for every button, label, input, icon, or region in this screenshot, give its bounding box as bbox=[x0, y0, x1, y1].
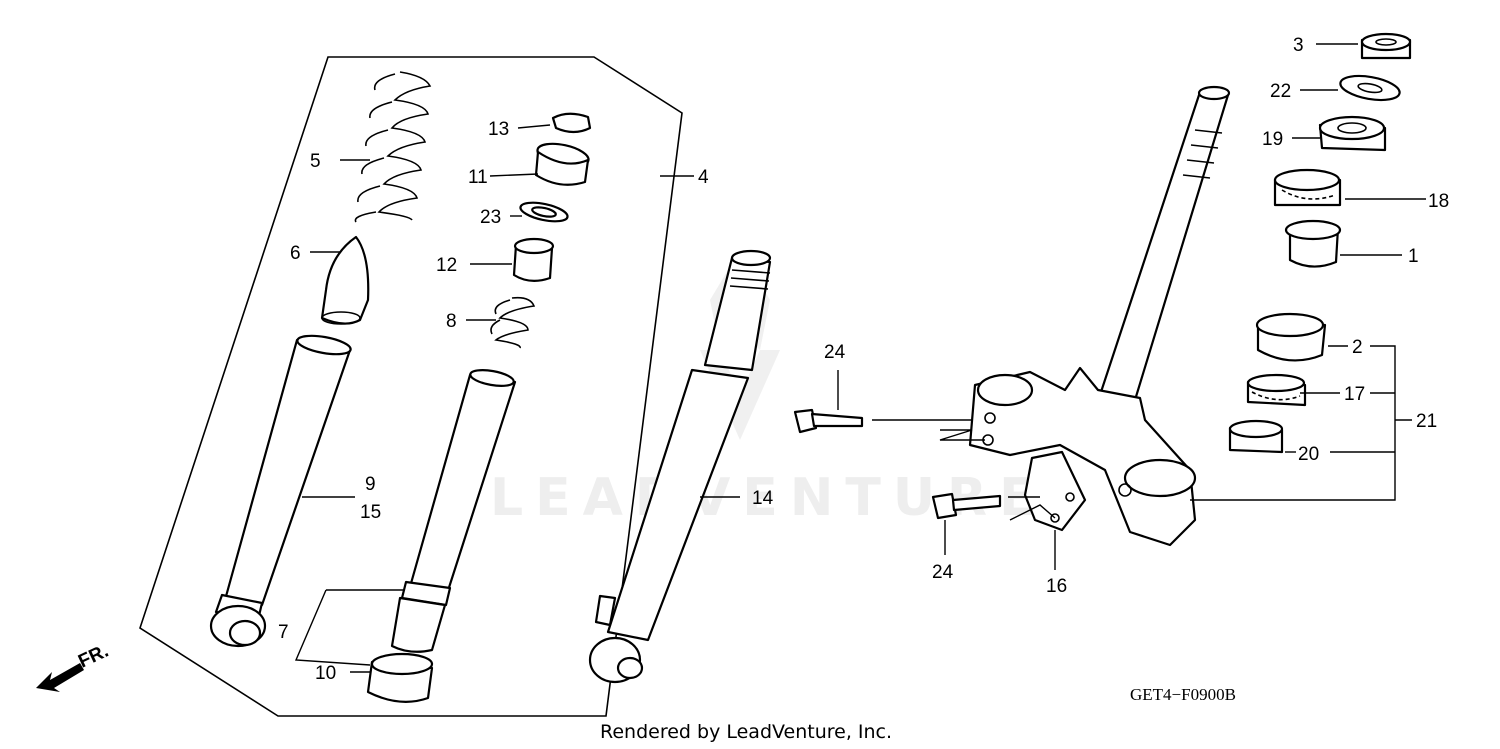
callout-24-lower: 24 bbox=[932, 562, 954, 583]
slide-bushing bbox=[366, 652, 434, 703]
steering-stem bbox=[968, 85, 1231, 547]
leader-lines bbox=[294, 43, 1426, 673]
inner-slider bbox=[390, 369, 517, 653]
fork-piston bbox=[320, 235, 370, 325]
bushing bbox=[512, 237, 555, 282]
callout-14: 14 bbox=[752, 488, 774, 509]
callout-2: 2 bbox=[1352, 337, 1363, 358]
lock-nut bbox=[1360, 32, 1412, 60]
callout-12: 12 bbox=[436, 255, 457, 276]
dust-seal bbox=[1228, 419, 1284, 454]
outer-tube-left bbox=[209, 334, 352, 648]
callout-9: 9 bbox=[365, 474, 376, 495]
oil-seal bbox=[534, 142, 590, 186]
callout-20: 20 bbox=[1298, 444, 1319, 465]
lock-washer bbox=[1339, 74, 1401, 102]
callout-16: 16 bbox=[1046, 576, 1067, 597]
credit-text: Rendered by LeadVenture, Inc. bbox=[600, 721, 892, 743]
fork-assembly-outline bbox=[139, 56, 683, 717]
front-direction-arrow: FR. bbox=[36, 641, 112, 692]
lower-bearing bbox=[1246, 373, 1307, 407]
callout-23: 23 bbox=[480, 207, 501, 228]
callout-22: 22 bbox=[1270, 81, 1291, 102]
cap bbox=[551, 112, 592, 134]
upper-cone-race bbox=[1284, 219, 1342, 268]
callout-7: 7 bbox=[278, 622, 289, 643]
lower-ball-race bbox=[1255, 312, 1327, 362]
diagram-code: GET4−F0900B bbox=[1130, 685, 1236, 704]
callout-13: 13 bbox=[488, 119, 509, 140]
callout-21: 21 bbox=[1416, 411, 1437, 432]
upper-bearing bbox=[1273, 168, 1342, 207]
fork-leg-right bbox=[588, 249, 772, 684]
callout-17: 17 bbox=[1344, 384, 1365, 405]
callout-10: 10 bbox=[315, 663, 336, 684]
callout-8: 8 bbox=[446, 311, 457, 332]
callout-1: 1 bbox=[1408, 246, 1419, 267]
callout-15: 15 bbox=[360, 502, 381, 523]
callout-6: 6 bbox=[290, 243, 301, 264]
bolt-lower bbox=[931, 492, 1002, 520]
callout-24-upper: 24 bbox=[824, 342, 846, 363]
bolt-upper bbox=[793, 408, 864, 434]
callout-4: 4 bbox=[698, 167, 709, 188]
callout-5: 5 bbox=[310, 151, 321, 172]
callout-3: 3 bbox=[1293, 35, 1304, 56]
callout-11: 11 bbox=[468, 167, 488, 188]
callout-18: 18 bbox=[1428, 191, 1449, 212]
callout-labels: 3 22 19 18 1 2 17 20 21 13 11 23 12 8 5 … bbox=[278, 35, 1449, 684]
washer bbox=[519, 201, 569, 223]
fork-spring bbox=[354, 71, 432, 223]
rebound-spring bbox=[490, 296, 536, 349]
watermark: LEADVENTURE bbox=[490, 250, 1035, 528]
brake-hose-bracket bbox=[1023, 450, 1087, 532]
callout-19: 19 bbox=[1262, 129, 1283, 150]
adjusting-nut bbox=[1318, 115, 1387, 152]
